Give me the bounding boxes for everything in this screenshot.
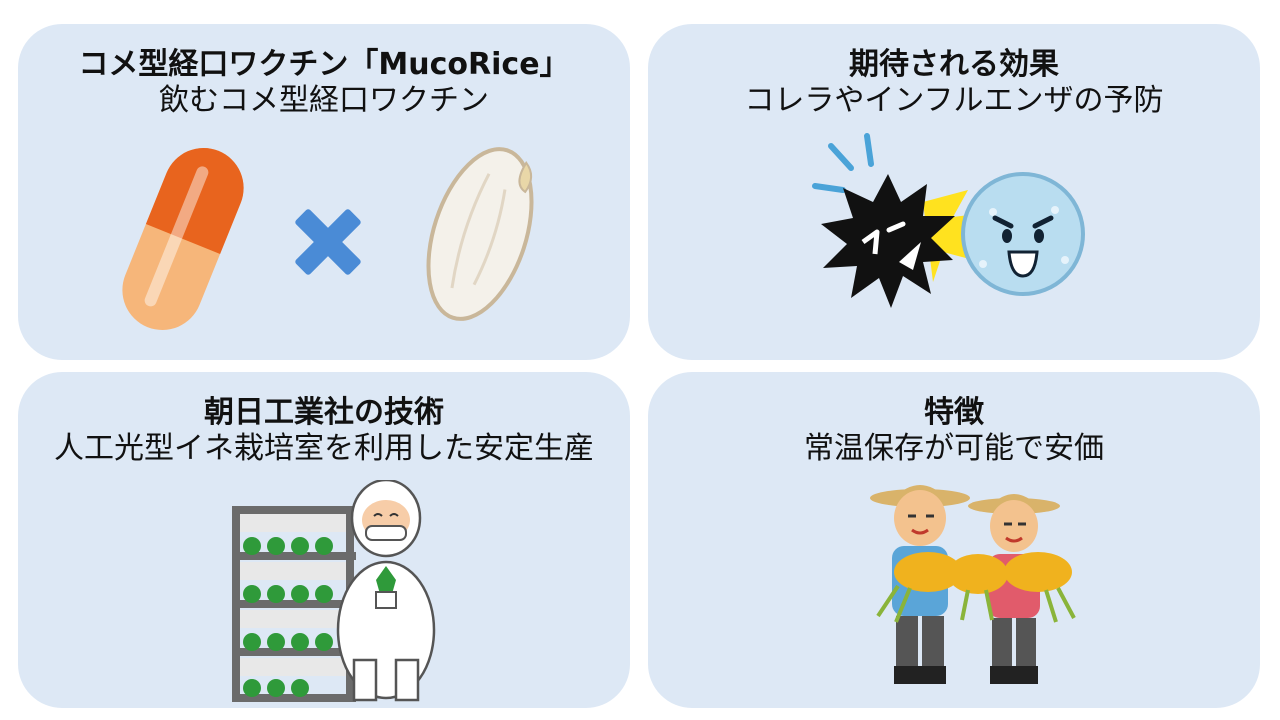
panel-title: 期待される効果 (849, 47, 1059, 82)
farmers-icon (870, 485, 1076, 684)
panel-mucorice: コメ型経口ワクチン「MucoRice」 飲むコメ型経口ワクチン (18, 24, 630, 360)
rice-grain-icon (426, 147, 534, 321)
panel-features: 特徴 常温保存が可能で安価 (648, 372, 1260, 708)
panel-title: 特徴 (924, 395, 984, 430)
panel-title: 朝日工業社の技術 (204, 395, 444, 430)
cross-icon (295, 209, 361, 275)
capsule-icon (122, 148, 244, 330)
plant-factory-icon (232, 480, 436, 702)
panel-subtitle: 飲むコメ型経口ワクチン (159, 83, 489, 118)
panel-title: コメ型経口ワクチン「MucoRice」 (78, 47, 570, 82)
panel-subtitle: 常温保存が可能で安価 (804, 431, 1104, 466)
panel-subtitle: コレラやインフルエンザの予防 (744, 83, 1164, 118)
panel-subtitle: 人工光型イネ栽培室を利用した安定生産 (54, 431, 594, 466)
panel-expected-effects: 期待される効果 コレラやインフルエンザの予防 (648, 24, 1260, 360)
virus-clash-icon (812, 133, 1085, 308)
panel-asahi-technology: 朝日工業社の技術 人工光型イネ栽培室を利用した安定生産 (18, 372, 630, 708)
